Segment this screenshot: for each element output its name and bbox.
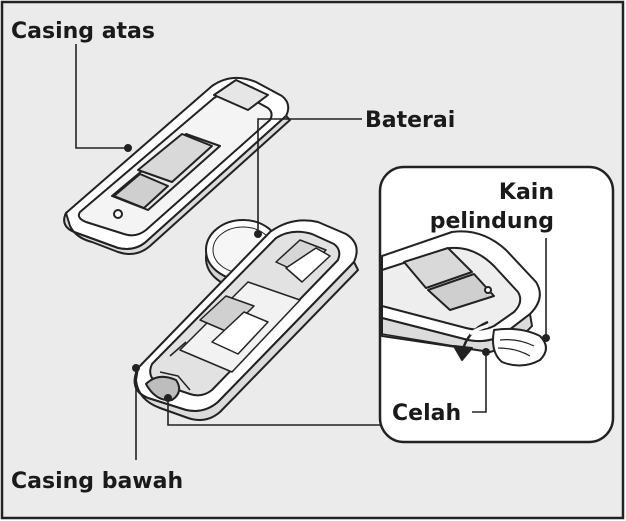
inset-panel [378, 165, 615, 444]
label-bottom-casing: Casing bawah [11, 469, 183, 494]
label-top-casing: Casing atas [11, 19, 155, 44]
leader-lines [75, 44, 550, 460]
label-gap: Celah [392, 401, 461, 426]
leader-gap [472, 352, 487, 413]
leader-inset-connector [167, 398, 380, 426]
bottom-casing-illustration [133, 219, 359, 421]
key-edge-closeup-illustration [381, 230, 547, 367]
top-casing-illustration [63, 76, 291, 255]
leader-battery [257, 118, 362, 234]
leader-top-casing [75, 44, 128, 149]
label-cloth-line1: Kain [499, 180, 554, 205]
label-battery: Baterai [365, 108, 455, 133]
label-cloth-line2: pelindung [430, 209, 554, 234]
